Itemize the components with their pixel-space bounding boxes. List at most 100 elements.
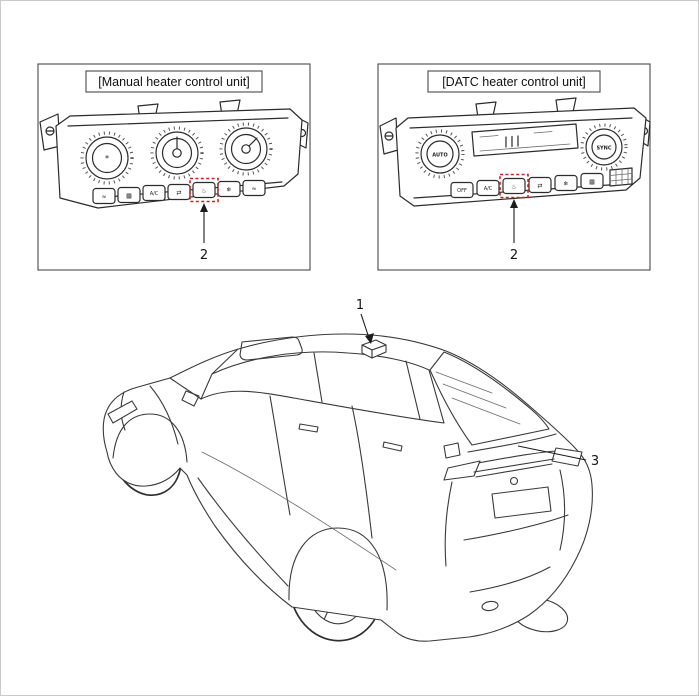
fan-icon: * <box>105 154 109 163</box>
rear-wheel-arch <box>288 527 388 611</box>
bumper-crease-line <box>463 514 569 541</box>
seat-heater-icon: ≈ <box>101 194 106 201</box>
knob-inner <box>91 142 123 174</box>
mode-button: ▦ <box>117 186 141 204</box>
button-face <box>528 176 552 194</box>
button-face <box>502 177 526 195</box>
callout-arrowhead <box>365 333 374 344</box>
front-defroster-button: ❄ <box>554 174 578 192</box>
rear-defroster-icon: ♨ <box>201 188 206 195</box>
knob-inner <box>591 134 617 160</box>
rear-badge <box>509 476 519 486</box>
rear-door-seam <box>351 405 373 539</box>
mode-knob <box>150 126 204 180</box>
callout-1: 1 <box>356 298 364 313</box>
car-body-outline <box>102 333 593 642</box>
manual-button-row: ≈ ▦ A/C ⇄ ♨ <box>92 179 266 205</box>
cowl-line <box>169 377 202 400</box>
recirculation-icon: ⇄ <box>537 183 542 190</box>
button-face <box>92 187 116 205</box>
mode-button: ▦ <box>580 172 604 190</box>
rear-windshield <box>429 351 550 446</box>
button-face <box>476 179 500 197</box>
display-icon-mark <box>533 131 553 134</box>
highlight-box-datc <box>499 173 529 199</box>
recirculation-button: ⇄ <box>528 176 552 194</box>
defogger-grid-line <box>451 397 521 425</box>
side-windows <box>200 351 445 424</box>
off-label: OFF <box>457 188 467 194</box>
license-plate-recess <box>491 486 552 519</box>
display-screen <box>471 123 579 157</box>
callout-leader-line <box>360 313 370 339</box>
windshield-top-edge <box>211 348 239 375</box>
taillight-left <box>443 460 481 481</box>
callout-arrowhead <box>510 199 518 208</box>
manual-title-box <box>85 70 263 93</box>
off-button: OFF <box>450 181 474 199</box>
taillight-bar-line <box>475 463 553 478</box>
display-icon-mark <box>479 135 499 138</box>
seat-heater-right-button: ≈ <box>242 179 266 197</box>
callout-3-group: 3 <box>517 445 599 469</box>
headlight <box>107 400 138 424</box>
rear-defroster-button: ♨ <box>502 177 526 195</box>
callout-2-manual: 2 <box>200 248 208 263</box>
knob-hub <box>241 144 251 154</box>
knob-inner <box>426 140 454 168</box>
button-face <box>192 181 216 199</box>
seat-heater-left-button: ≈ <box>92 187 116 205</box>
recirculation-icon: ⇄ <box>176 190 181 197</box>
callout-3: 3 <box>591 454 599 469</box>
defogger-grid-line <box>435 371 493 394</box>
auto-knob: AUTO <box>415 129 465 179</box>
mode-icon: ▦ <box>126 193 132 200</box>
grid-block <box>609 167 633 187</box>
manual-panel-box <box>37 63 311 271</box>
datc-button-row: OFF A/C ♨ ⇄ ❄ <box>450 172 604 199</box>
fuel-door <box>443 442 461 459</box>
sync-knob: SYNC <box>580 123 628 171</box>
blower-speed-knob: * <box>80 131 134 185</box>
datc-panel-title: [DATC heater control unit] <box>442 75 586 89</box>
knob-inner <box>230 133 262 165</box>
knob-hub <box>172 148 182 158</box>
keypad-grid <box>609 167 633 187</box>
datc-panel-box <box>377 63 651 271</box>
knob-outer <box>585 128 623 166</box>
ac-button: A/C <box>476 179 500 197</box>
button-face <box>554 174 578 192</box>
faceplate-top-crease <box>67 117 289 127</box>
mode-icon: ▦ <box>589 179 595 186</box>
front-defroster-icon: ❄ <box>226 187 231 194</box>
button-face <box>117 186 141 204</box>
button-face <box>242 179 266 197</box>
front-defroster-button: ❄ <box>217 180 241 198</box>
callout-2-datc: 2 <box>510 248 518 263</box>
rear-defroster-button: ♨ <box>192 181 216 199</box>
rear-defroster-icon: ♨ <box>511 184 516 191</box>
front-wheel-arch <box>112 413 188 463</box>
taillight-bar-line <box>473 458 555 473</box>
taillight-right <box>551 447 583 467</box>
defogger-grid-line <box>442 383 507 409</box>
datc-heater-panel: [DATC heater control unit] AUTO <box>377 63 651 271</box>
recirculation-button: ⇄ <box>167 183 191 201</box>
trunk-lip-line <box>467 433 557 453</box>
b-pillar <box>313 352 323 403</box>
callout-leader-line <box>517 445 587 461</box>
sunroof <box>239 336 303 361</box>
rocker-line <box>197 477 289 587</box>
knob-tick-ring <box>415 129 465 179</box>
knob-tick-ring <box>219 122 273 176</box>
manual-control-unit-drawing: * ≈ <box>39 99 309 209</box>
highlight-box-manual <box>189 177 219 203</box>
auto-label: AUTO <box>432 153 447 159</box>
bumper-valance-line <box>469 566 551 593</box>
climate-display <box>471 123 579 157</box>
sync-label: SYNC <box>596 146 611 152</box>
display-baseline <box>479 143 571 152</box>
knob-tick-ring <box>80 131 134 185</box>
